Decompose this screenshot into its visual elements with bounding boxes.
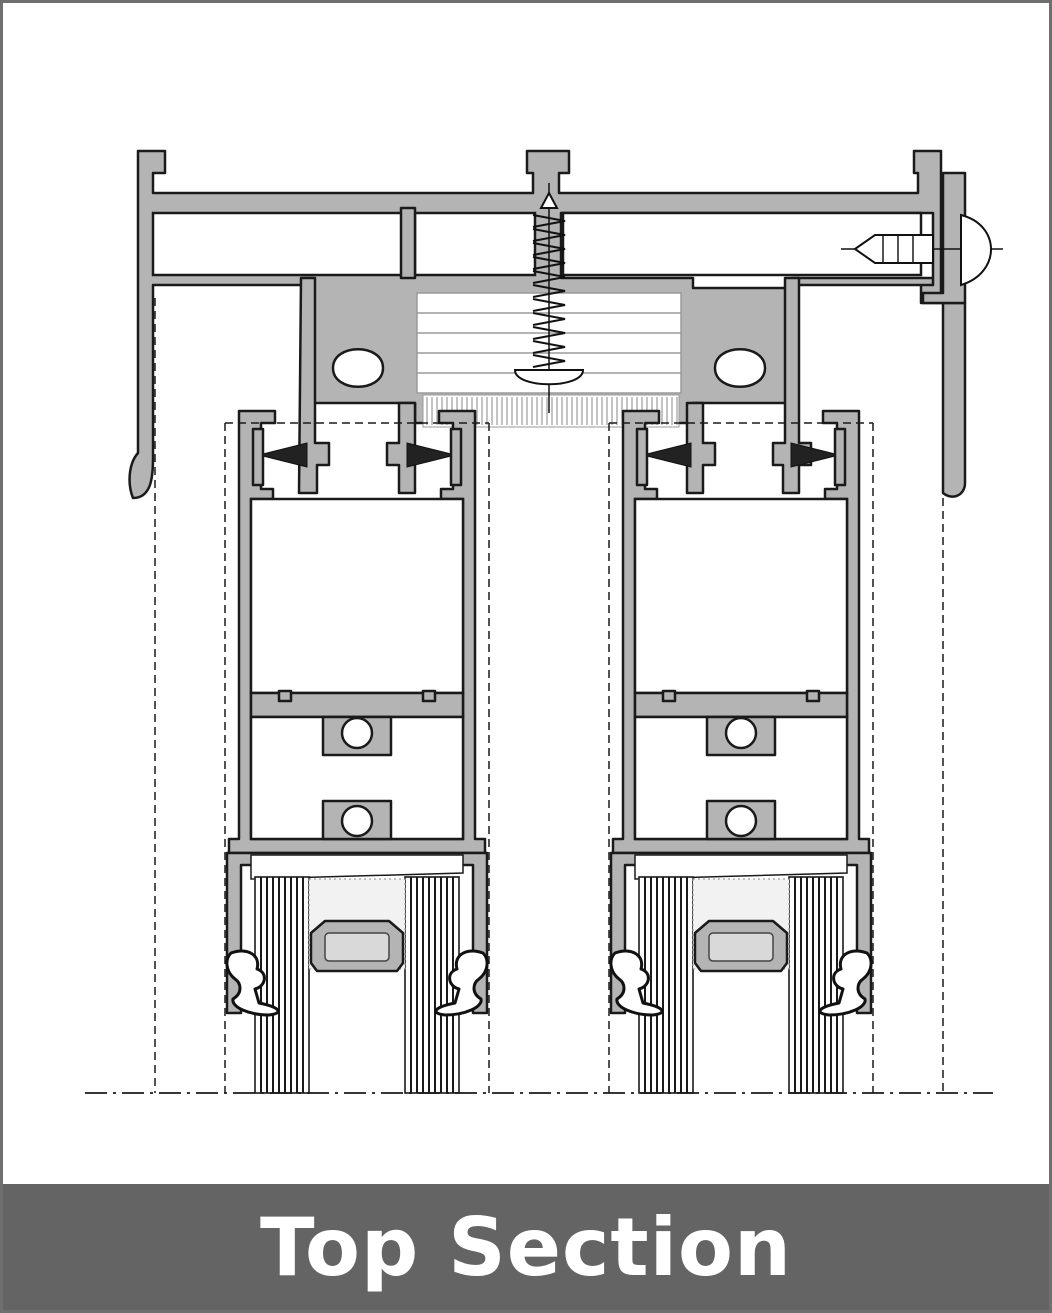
- glazing-channel: [609, 851, 873, 1015]
- brush-seal: [258, 442, 308, 468]
- dashed-guides: [154, 298, 944, 1093]
- gasket-seal: [609, 949, 664, 1017]
- fixing-bolt-icon: [841, 213, 1003, 287]
- glass-pane-left: [638, 876, 694, 1094]
- gasket-seal: [818, 949, 873, 1017]
- screw-icon: [513, 183, 585, 413]
- sliding-sash-left: [225, 409, 489, 1094]
- brush-seal: [642, 442, 692, 468]
- glazing-channel: [225, 851, 489, 1015]
- top-section-drawing: [85, 149, 1003, 1094]
- brush-seal: [406, 442, 456, 468]
- caption-bar: Top Section: [3, 1184, 1049, 1310]
- wedge-packer: [250, 854, 464, 880]
- brush-seal: [790, 442, 840, 468]
- sash-chamber: [249, 497, 465, 695]
- caption-title: Top Section: [260, 1200, 792, 1294]
- sliding-sash-right: [609, 409, 873, 1094]
- gasket-seal: [434, 949, 489, 1017]
- wedge-packer: [634, 854, 848, 880]
- side-cover-bracket: [921, 171, 967, 305]
- sash-chamber: [633, 497, 849, 695]
- glass-pane-right: [404, 876, 460, 1094]
- gasket-seal: [225, 949, 280, 1017]
